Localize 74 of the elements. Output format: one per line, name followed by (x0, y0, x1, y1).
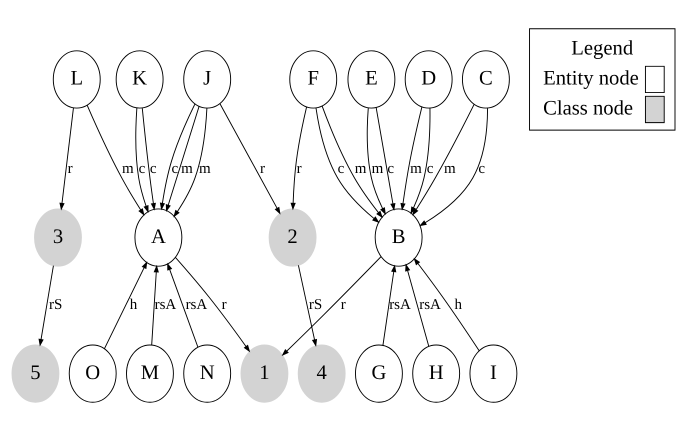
edge-label: r (222, 297, 227, 314)
arrow (142, 108, 156, 211)
node-ellipse: 4 (298, 344, 346, 403)
arrow (151, 264, 159, 346)
node-ellipse: I (469, 344, 518, 403)
legend-label: Entity node (543, 68, 639, 90)
edge-label: h (130, 297, 138, 314)
arrow (298, 264, 318, 347)
arrow (376, 107, 396, 211)
arrow (166, 106, 200, 212)
arrow (400, 106, 422, 211)
edge-label: h (454, 297, 462, 314)
node-ellipse: G (355, 344, 403, 403)
arrow (59, 107, 74, 210)
edge-label: r (296, 161, 302, 178)
node-ellipse: 3 (34, 208, 82, 267)
node-ellipse: E (347, 50, 396, 109)
arrow (316, 108, 380, 224)
edge-label: m (372, 161, 384, 178)
arrow (174, 256, 250, 352)
edge-label: r (260, 161, 266, 178)
arrow (173, 108, 208, 218)
edge-label: rsA (419, 297, 441, 314)
node-ellipse: 5 (12, 344, 60, 403)
edge-label: c (478, 161, 486, 178)
edge-label: rsA (186, 297, 208, 314)
arrow (405, 264, 430, 347)
arrow (410, 108, 430, 214)
node-ellipse: D (404, 50, 453, 109)
edge-label: r (340, 297, 346, 314)
edge-label: rsA (389, 297, 411, 314)
edge-label: c (138, 161, 146, 178)
edge-label: c (387, 161, 394, 178)
edge-label: m (122, 161, 134, 178)
arrow (322, 106, 383, 218)
node-ellipse: H (412, 344, 460, 403)
arrow (86, 104, 145, 216)
arrow (382, 264, 396, 346)
arrow (412, 104, 475, 216)
legend-label: Class node (543, 98, 634, 120)
edge-label: m (181, 161, 193, 178)
node-ellipse: J (183, 50, 232, 109)
node-ellipse: L (52, 50, 101, 109)
node-ellipse: C (462, 50, 510, 109)
node-ellipse: 2 (268, 208, 317, 267)
label: Legend (571, 38, 634, 60)
arrow (167, 262, 198, 348)
edge-label: c (171, 161, 178, 178)
edge-label: m (444, 161, 456, 178)
arrow (366, 108, 386, 216)
edge-label: c (426, 161, 434, 178)
arrow (282, 256, 382, 356)
arrow (104, 261, 148, 349)
edge-label: rS (48, 297, 62, 314)
node-ellipse: M (126, 344, 174, 403)
arrow (414, 258, 480, 352)
edge-label: m (410, 161, 422, 178)
arrow (220, 103, 281, 215)
arrow (290, 106, 308, 210)
edge-label: m (354, 161, 366, 178)
edge-label: r (68, 161, 73, 178)
node-ellipse: O (68, 344, 117, 403)
edge-label: m (199, 161, 211, 178)
edge-label: rS (308, 297, 322, 314)
arrow (160, 104, 196, 210)
edge-label: c (338, 161, 344, 178)
arrow (419, 108, 488, 226)
arrow (135, 107, 148, 213)
arrow (38, 265, 54, 346)
node-ellipse: N (183, 344, 232, 403)
node-ellipse: F (289, 50, 338, 109)
node-ellipse: K (116, 50, 164, 109)
edge-label: c (150, 161, 157, 178)
edge-label: rsA (154, 297, 176, 314)
